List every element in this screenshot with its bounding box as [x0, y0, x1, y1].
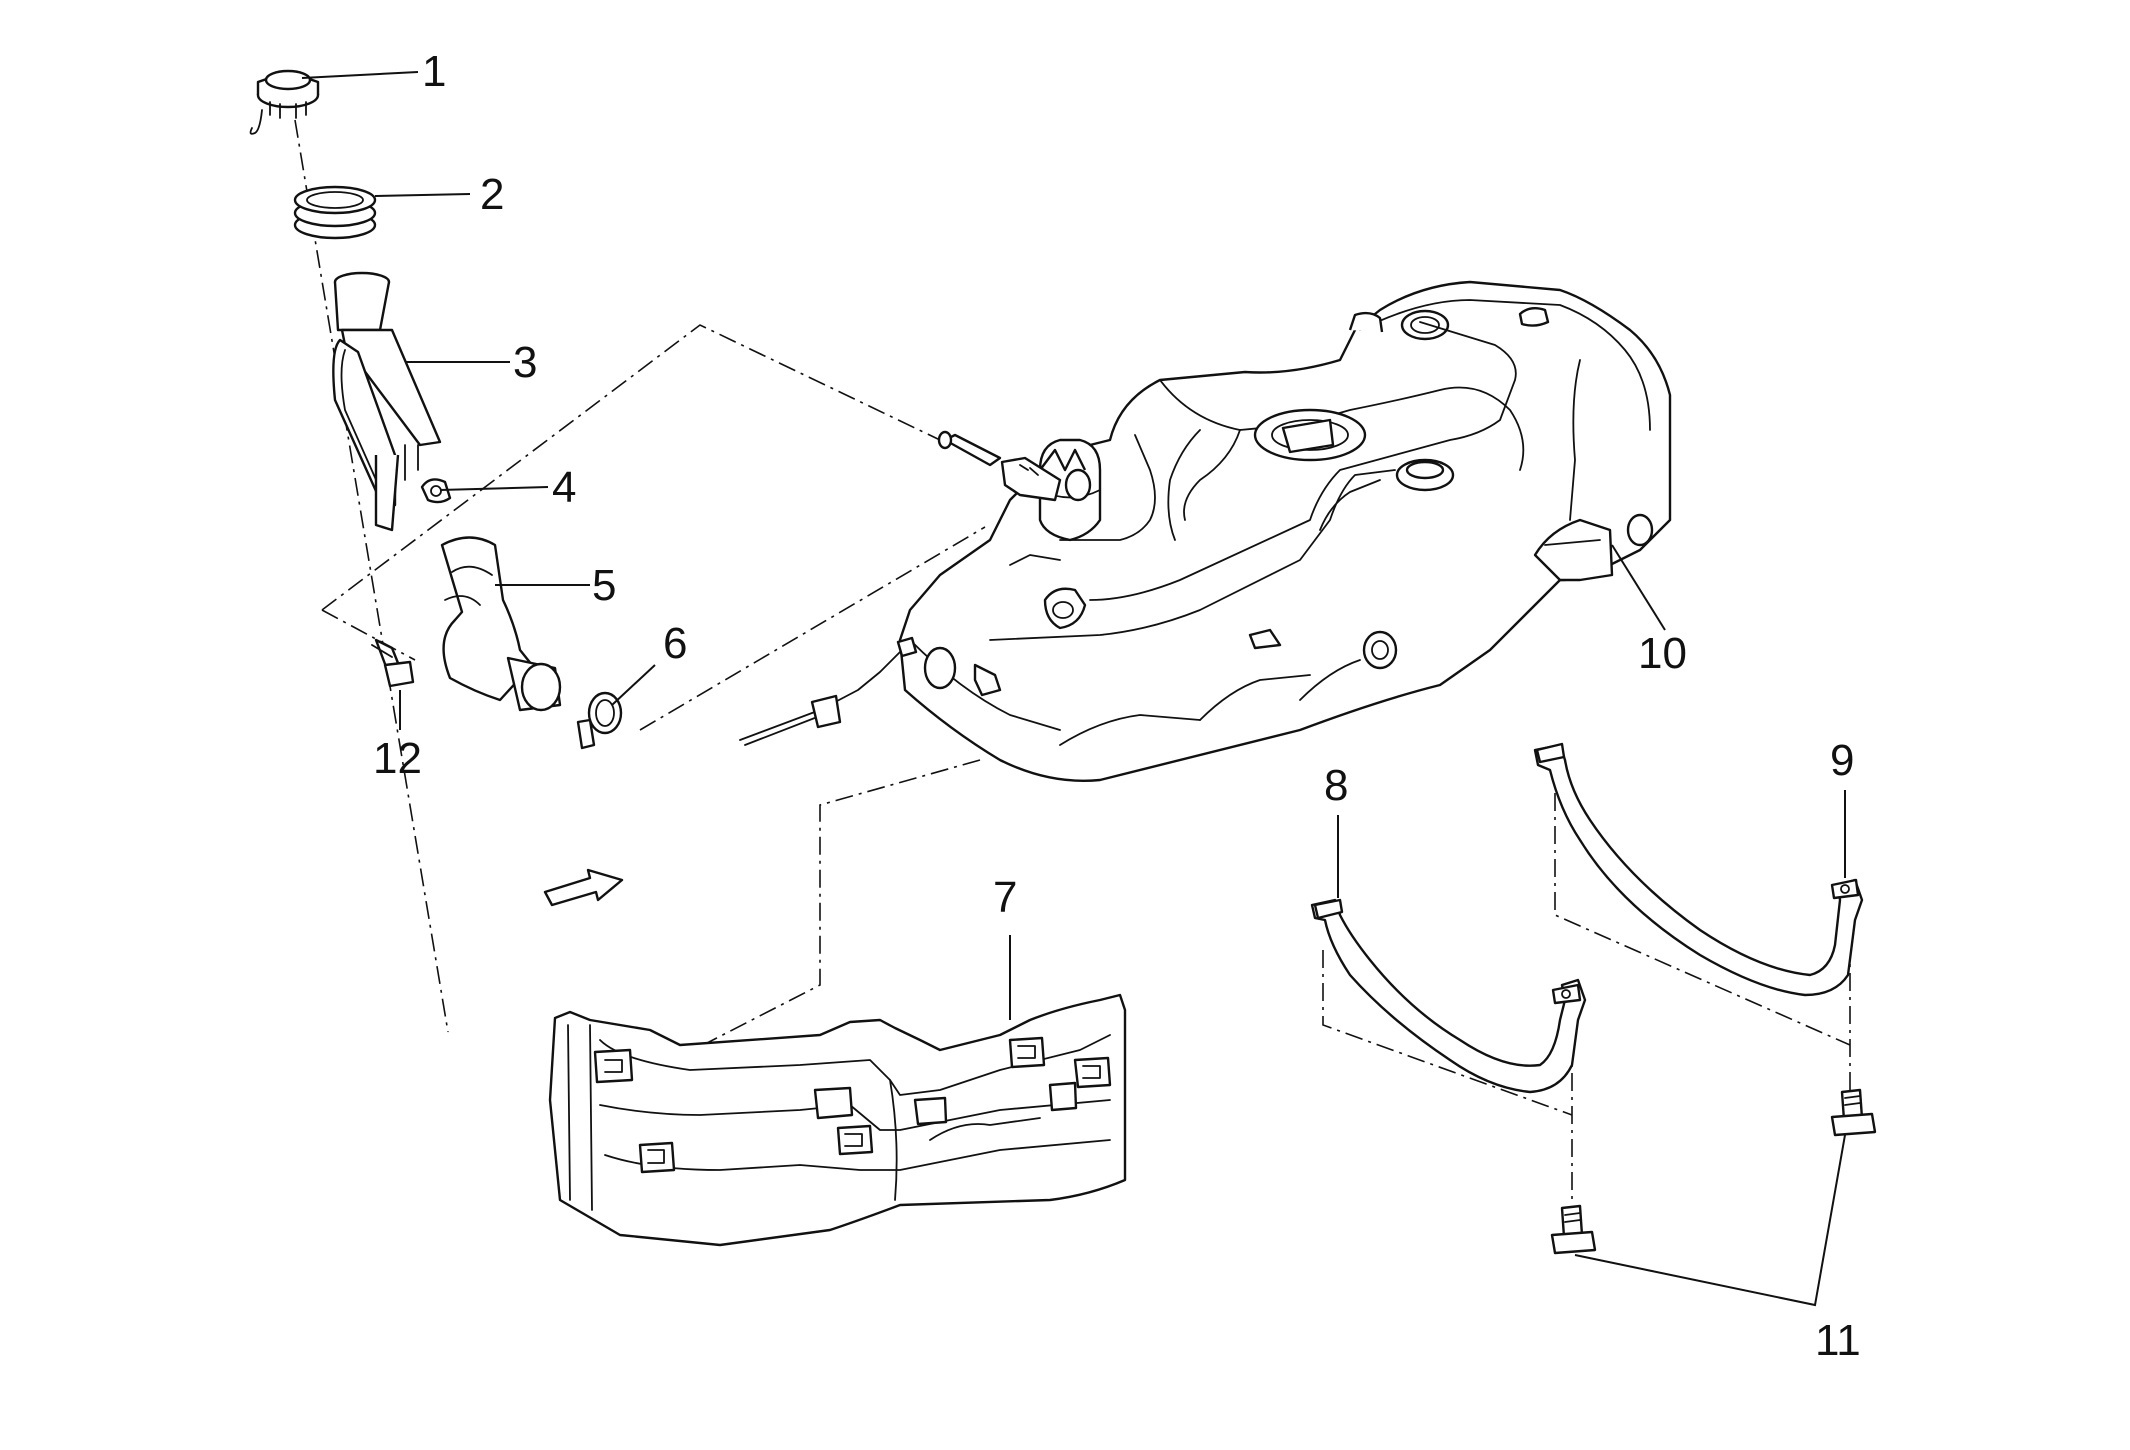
callouts: 1 2 3 4 5 6 7 8 9 10 11 12 [373, 47, 1861, 1365]
callout-11: 11 [1815, 1316, 1861, 1365]
heat-shield [548, 993, 1127, 1247]
callout-8: 8 [1324, 761, 1348, 810]
fuel-tank [898, 280, 1672, 783]
clip [420, 478, 452, 504]
assembly-lines [294, 119, 1851, 1200]
callout-7: 7 [993, 873, 1017, 922]
tank-strap-8 [1310, 898, 1587, 1094]
callout-5: 5 [592, 561, 616, 610]
front-direction-arrow-icon [543, 868, 624, 907]
callout-9: 9 [1830, 736, 1854, 785]
callout-4: 4 [552, 463, 576, 512]
callout-2: 2 [480, 170, 504, 219]
fuel-cap [249, 69, 320, 135]
callout-12: 12 [373, 734, 422, 783]
leader-lines [301, 71, 1846, 1307]
filler-hose [440, 536, 562, 712]
hose-clamp [576, 691, 623, 750]
seal-ring [293, 185, 377, 240]
callout-6: 6 [663, 619, 687, 668]
bolt-11-b [1830, 1088, 1877, 1137]
callout-1: 1 [422, 47, 446, 96]
filler-neck [332, 271, 442, 532]
bolt-12 [371, 638, 415, 688]
callout-3: 3 [513, 338, 537, 387]
callout-10: 10 [1638, 629, 1687, 678]
bolt-11-a [1550, 1204, 1597, 1255]
tank-strap-9 [1533, 742, 1864, 997]
wire-connector [739, 636, 918, 746]
fuel-line-connector [937, 430, 1092, 502]
